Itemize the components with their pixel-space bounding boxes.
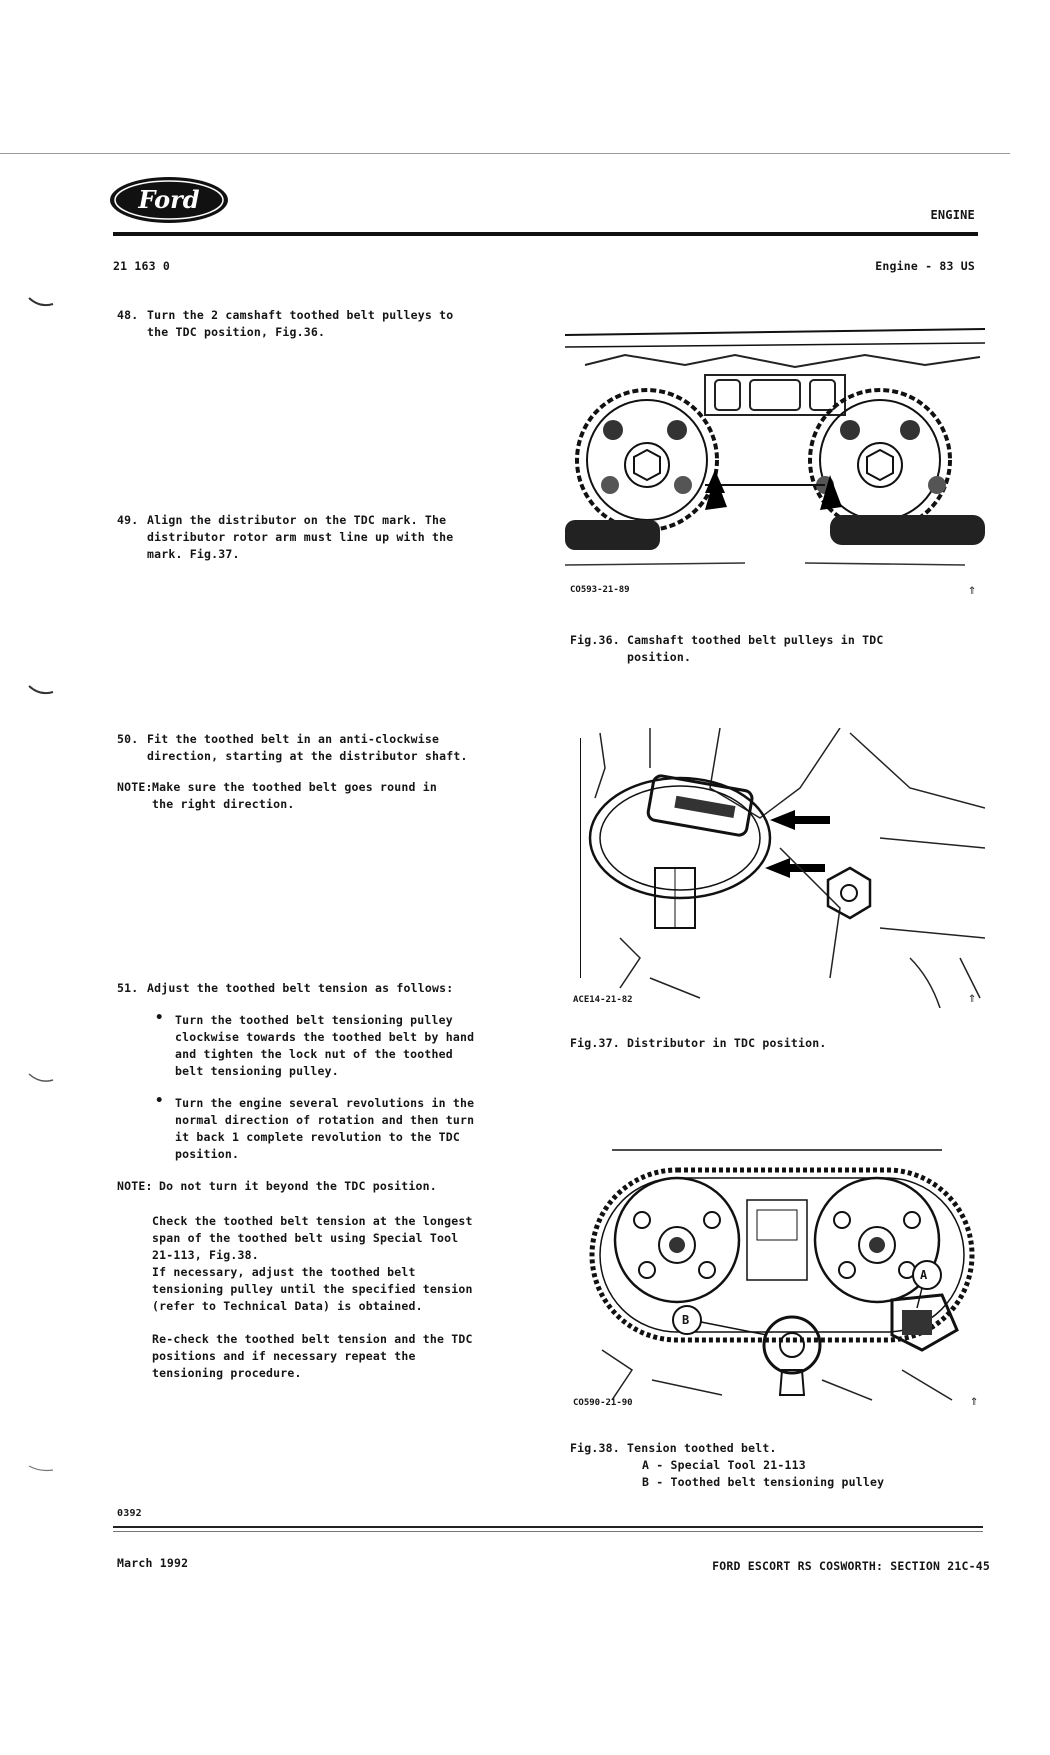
doc-number: 21 163 0 — [113, 259, 170, 273]
fig38-code: CO590-21-90 — [573, 1398, 633, 1408]
step-48-number: 48. — [117, 308, 139, 322]
bullet-marker: • — [155, 1010, 164, 1026]
fig37-caption: Fig.37. Distributor in TDC position. — [570, 1036, 827, 1050]
fig38-legend-b: B - Toothed belt tensioning pulley — [642, 1475, 885, 1489]
tension-check-paragraph: Check the toothed belt tension at the lo… — [152, 1214, 473, 1313]
note-1-text: Make sure the toothed belt goes round in… — [152, 780, 437, 811]
svg-text:Ford: Ford — [137, 185, 199, 214]
bullet-2-text: Turn the engine several revolutions in t… — [175, 1096, 475, 1161]
footer-title: FORD ESCORT RS COSWORTH: SECTION 21C-45 — [712, 1559, 990, 1573]
north-arrow-icon: ⇑ — [970, 1393, 979, 1409]
footer-rule — [113, 1526, 983, 1528]
fig38-label-a: A — [920, 1268, 928, 1282]
fig38-label-b: B — [682, 1313, 690, 1327]
step-50-text: Fit the toothed belt in an anti-clockwis… — [147, 732, 468, 763]
north-arrow-icon: ⇑ — [968, 990, 977, 1006]
footer-date: March 1992 — [117, 1556, 189, 1570]
punch-mark — [28, 685, 54, 695]
step-50-number: 50. — [117, 732, 139, 746]
page-code: 0392 — [117, 1508, 142, 1519]
bullet-1-text: Turn the toothed belt tensioning pulley … — [175, 1013, 475, 1078]
fig36-code: CO593-21-89 — [570, 585, 630, 595]
step-49-text: Align the distributor on the TDC mark. T… — [147, 513, 454, 561]
subsection-title: Engine - 83 US — [875, 259, 975, 273]
note-2-text: Do not turn it beyond the TDC position. — [159, 1179, 437, 1193]
step-48-text: Turn the 2 camshaft toothed belt pulleys… — [147, 308, 454, 339]
header-rule — [113, 232, 978, 236]
note-1-label: NOTE: — [117, 780, 153, 794]
step-51-number: 51. — [117, 981, 139, 995]
fig38-caption: Fig.38. Tension toothed belt. — [570, 1441, 777, 1455]
section-title: ENGINE — [930, 208, 975, 222]
fig38-legend-a: A - Special Tool 21-113 — [642, 1458, 806, 1472]
bullet-marker: • — [155, 1093, 164, 1109]
fig37-distributor-illustration — [580, 728, 985, 1008]
punch-mark — [28, 1465, 54, 1472]
fig38-belt-tension-illustration — [589, 1149, 975, 1401]
footer-rule-thin — [113, 1531, 983, 1532]
fig36-caption: Fig.36. Camshaft toothed belt pulleys in… — [570, 633, 884, 664]
scan-edge-line — [0, 153, 1010, 154]
fig37-code: ACE14-21-82 — [573, 995, 633, 1005]
punch-mark — [28, 297, 54, 307]
ford-logo: Ford — [110, 177, 228, 223]
north-arrow-icon: ⇑ — [968, 582, 977, 598]
step-51-text: Adjust the toothed belt tension as follo… — [147, 981, 454, 995]
note-2-label: NOTE: — [117, 1179, 153, 1193]
fig36-camshaft-pulleys-illustration — [565, 328, 985, 566]
punch-mark — [28, 1073, 54, 1082]
step-49-number: 49. — [117, 513, 139, 527]
recheck-paragraph: Re-check the toothed belt tension and th… — [152, 1332, 473, 1380]
